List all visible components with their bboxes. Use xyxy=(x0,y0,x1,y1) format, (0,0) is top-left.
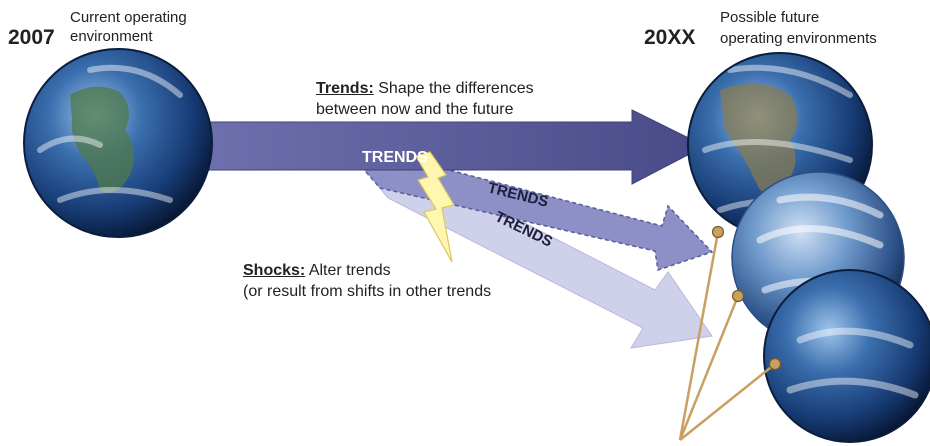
trends-text-line1: Shape the differences xyxy=(378,80,534,97)
pointer-dot-middle xyxy=(731,289,745,303)
pointer-dot-bottom xyxy=(768,357,782,371)
pointer-dot-top xyxy=(711,225,725,239)
globe-future-bottom xyxy=(763,269,930,443)
future-caption-line2: operating environments xyxy=(720,30,877,47)
arrow-label-main: TRENDS xyxy=(362,149,428,166)
future-year-label: 20XX xyxy=(644,26,696,49)
shocks-text-line1: Alter trends xyxy=(308,262,391,279)
trends-note: Trends: Shape the differences xyxy=(316,80,534,98)
lightning-bolt-icon xyxy=(415,151,455,263)
shocks-text-line2: (or result from shifts in other trends xyxy=(243,283,492,300)
current-caption-line1: Current operating xyxy=(70,9,187,26)
future-caption-line1: Possible future xyxy=(720,9,820,26)
trends-text-line2: between now and the future xyxy=(316,101,514,118)
trend-arrow-main xyxy=(204,109,707,185)
shocks-note: Shocks: Alter trends xyxy=(243,262,391,280)
current-year-label: 2007 xyxy=(8,26,55,49)
trend-arrow-middle xyxy=(358,164,714,271)
pointer-lines xyxy=(678,231,776,441)
current-caption-line2: environment xyxy=(70,28,153,45)
trends-term: Trends: xyxy=(316,80,374,97)
shocks-term: Shocks: xyxy=(243,262,306,279)
globe-current xyxy=(23,48,213,238)
